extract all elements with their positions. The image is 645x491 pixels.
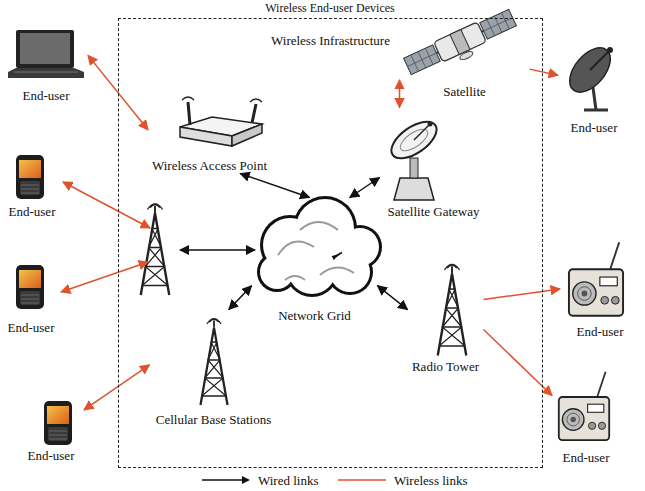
access-point-icon	[188, 102, 256, 125]
wireless-link	[530, 69, 559, 75]
legend-text: Wired links	[258, 473, 319, 488]
network-cloud-node: Network Grid	[252, 198, 378, 324]
legend-text: Wireless links	[394, 473, 468, 488]
tower-links	[180, 249, 255, 251]
satellite-gateway-icon	[385, 114, 443, 165]
node-label: End-user	[577, 324, 624, 339]
access-point-icon	[180, 127, 232, 146]
network-cloud	[330, 252, 370, 292]
dish-icon	[562, 40, 618, 110]
tower-links	[63, 182, 150, 228]
wireless-link	[84, 365, 150, 410]
wired-link	[229, 286, 252, 310]
node-label: Satellite	[443, 84, 486, 99]
node-label: End-user	[8, 320, 55, 335]
end-user-device: End-user	[4, 28, 88, 104]
gateway-node: Satellite Gateway	[380, 108, 488, 220]
wired-link	[350, 178, 380, 198]
node-label: End-user	[571, 120, 618, 135]
legend-line	[338, 479, 386, 481]
radio-icon	[559, 372, 609, 440]
laptop-icon	[14, 72, 78, 73]
access-point-icon	[232, 124, 262, 146]
satellite-icon	[450, 29, 470, 54]
legend-sample	[200, 475, 252, 485]
end-user-device: End-user	[2, 262, 60, 336]
node-label: Wireless Infrastructure	[271, 33, 390, 48]
legend-item: Wired links	[200, 472, 319, 488]
end-user-device: End-user	[2, 152, 62, 220]
end-user-device: End-user	[560, 238, 640, 340]
node-label: Radio Tower	[412, 359, 479, 374]
satellite-gateway-icon	[414, 124, 430, 140]
tower-links	[61, 262, 148, 292]
radio-icon	[569, 242, 623, 315]
wired-link	[378, 286, 408, 310]
end-user-device: End-user	[18, 398, 84, 464]
node-label: Network Grid	[278, 308, 351, 323]
satellite-gateway-icon	[385, 114, 443, 200]
legend-sample	[336, 475, 388, 485]
network-cloud	[257, 196, 382, 297]
node-label: End-user	[23, 88, 70, 103]
satellite-node: Satellite	[400, 2, 530, 100]
satellite-icon	[459, 50, 474, 61]
node-label: Cellular Base Stations	[156, 412, 272, 427]
dish-icon	[590, 50, 610, 70]
end-user-device: End-user	[558, 38, 630, 136]
laptop-icon	[8, 30, 84, 78]
wireless-link	[484, 289, 561, 300]
base-station-node: Cellular Base Stations	[150, 310, 278, 428]
access-point-icon	[180, 97, 262, 146]
laptop-icon	[8, 68, 84, 78]
access-point-node: Wireless Access Point	[148, 96, 271, 174]
diagram-title: Wireless End-user Devices	[230, 1, 430, 15]
satellite-gateway-icon	[394, 178, 434, 200]
tower-links	[61, 182, 255, 292]
dish-icon	[562, 40, 618, 99]
network-cloud	[278, 222, 354, 280]
legend-arrowhead	[242, 476, 250, 484]
node-label: End-user	[563, 450, 610, 465]
network-cloud	[257, 196, 382, 297]
infrastructure-region: Wireless InfrastructureWireless Access P…	[118, 18, 543, 468]
laptop-icon	[16, 30, 74, 68]
satellite-gateway-icon	[428, 122, 433, 127]
end-user-device: End-user	[552, 368, 620, 466]
radio-tower-node: Radio Tower	[408, 255, 484, 375]
node-label: End-user	[9, 204, 56, 219]
satellite-icon	[404, 9, 517, 74]
node-label: Wireless Access Point	[152, 158, 267, 173]
network-cloud	[260, 199, 379, 294]
phone-icon	[16, 265, 44, 309]
laptop-icon	[20, 33, 70, 64]
phone-icon	[44, 401, 72, 445]
satellite-icon	[434, 22, 487, 62]
satellite-gateway-icon	[410, 158, 418, 178]
node-label: Satellite Gateway	[387, 204, 479, 219]
dish-icon	[607, 47, 613, 53]
node-label: End-user	[28, 448, 75, 463]
legend-line	[202, 479, 244, 481]
wireless-link	[484, 330, 553, 396]
legend-item: Wireless links	[336, 472, 468, 488]
cellular-tower-icon	[141, 204, 170, 295]
radio-tower-icon	[438, 264, 467, 355]
wired-link	[240, 174, 309, 198]
wireless-link	[399, 80, 401, 108]
phone-icon	[16, 155, 44, 199]
cellular-tower-icon	[201, 319, 228, 405]
access-point-icon	[182, 97, 262, 102]
